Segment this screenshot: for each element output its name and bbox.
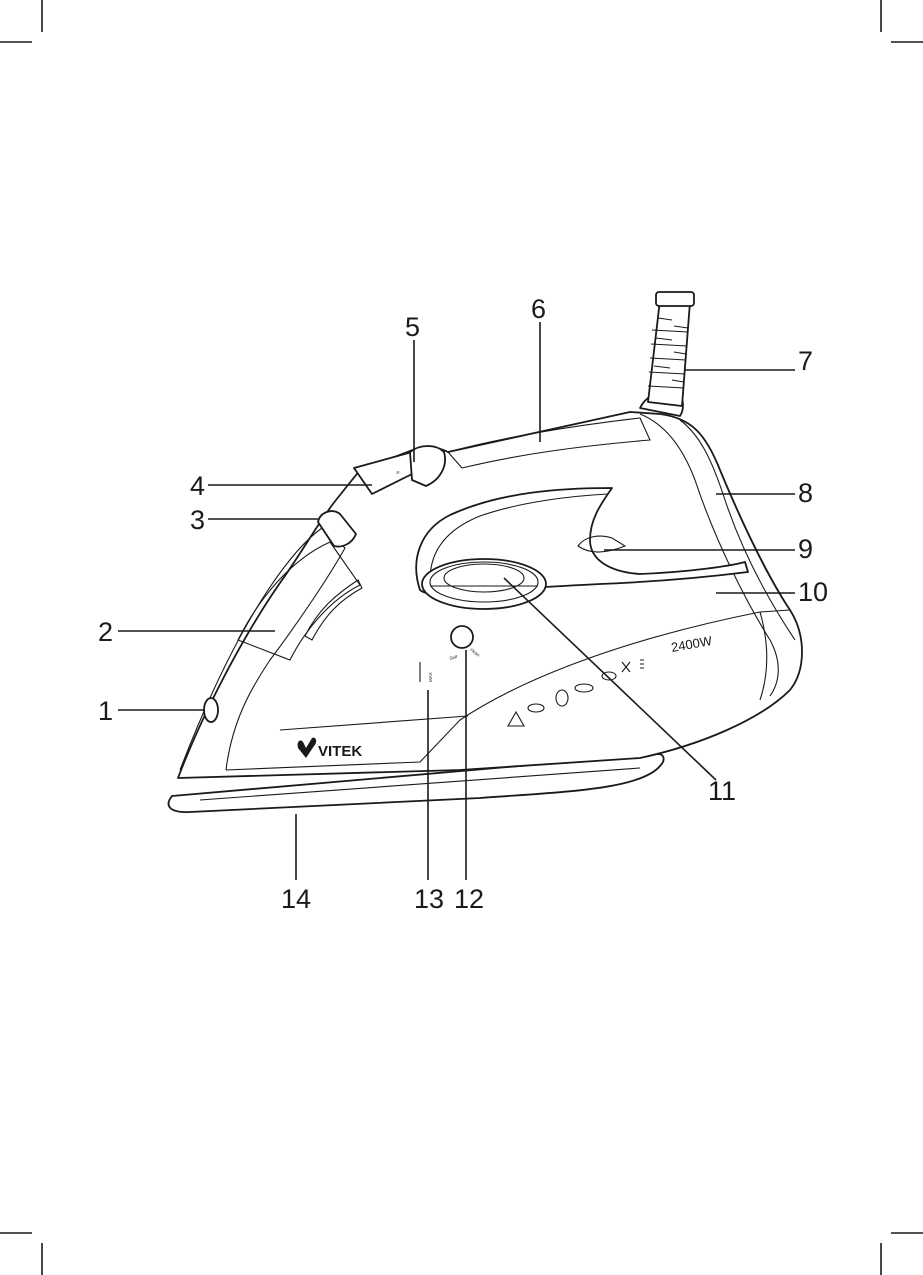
water-inlet-cover	[237, 541, 361, 661]
fabric-setting-icons	[507, 659, 644, 727]
iron-steam-icon	[601, 671, 617, 681]
no-steam-icon	[621, 661, 631, 673]
iron-low-icon	[527, 703, 545, 713]
leader-lines	[118, 322, 795, 880]
callout-12: 12	[454, 884, 484, 914]
callout-11: 11	[708, 776, 736, 806]
steam-dots-icon	[640, 659, 644, 669]
callout-13: 13	[414, 884, 444, 914]
callout-6: 6	[531, 294, 546, 324]
self-clean-button	[450, 625, 474, 649]
thumb-rest	[577, 535, 627, 553]
callout-3: 3	[190, 505, 205, 535]
warning-icon	[507, 710, 525, 727]
self-clean-label-2: clean	[469, 647, 481, 658]
temperature-dial	[421, 558, 547, 610]
brand-name: VITEK	[318, 743, 362, 760]
max-mark-label: MAX	[428, 672, 433, 682]
spray-button	[317, 510, 357, 548]
soleplate	[167, 753, 665, 813]
callout-9: 9	[798, 534, 813, 564]
cord-strain-relief	[639, 291, 695, 417]
callout-4: 4	[190, 471, 205, 501]
callout-2: 2	[98, 617, 113, 647]
power-label: 2400W	[670, 633, 714, 655]
spray-nozzle	[203, 697, 219, 723]
callout-7: 7	[798, 346, 813, 376]
brand-logo: VITEK	[297, 737, 362, 760]
iron-high-icon	[574, 683, 594, 693]
iron-illustration: ≋ Self clean MAX 2400W	[167, 291, 803, 813]
callout-1: 1	[98, 696, 113, 726]
handle-top	[447, 417, 651, 469]
callout-14: 14	[281, 884, 311, 914]
callout-10: 10	[798, 577, 828, 607]
steam-symbol: ≋	[396, 470, 400, 475]
brand-mark-icon	[297, 737, 317, 758]
steam-control	[409, 445, 446, 487]
callout-8: 8	[798, 478, 813, 508]
self-clean-label-1: Self	[449, 654, 459, 661]
iron-mid-icon	[555, 689, 569, 707]
callout-numbers: 1 2 3 4 5 6 7 8 9 10 11 12 13 14	[98, 294, 828, 914]
callout-5: 5	[405, 312, 420, 342]
